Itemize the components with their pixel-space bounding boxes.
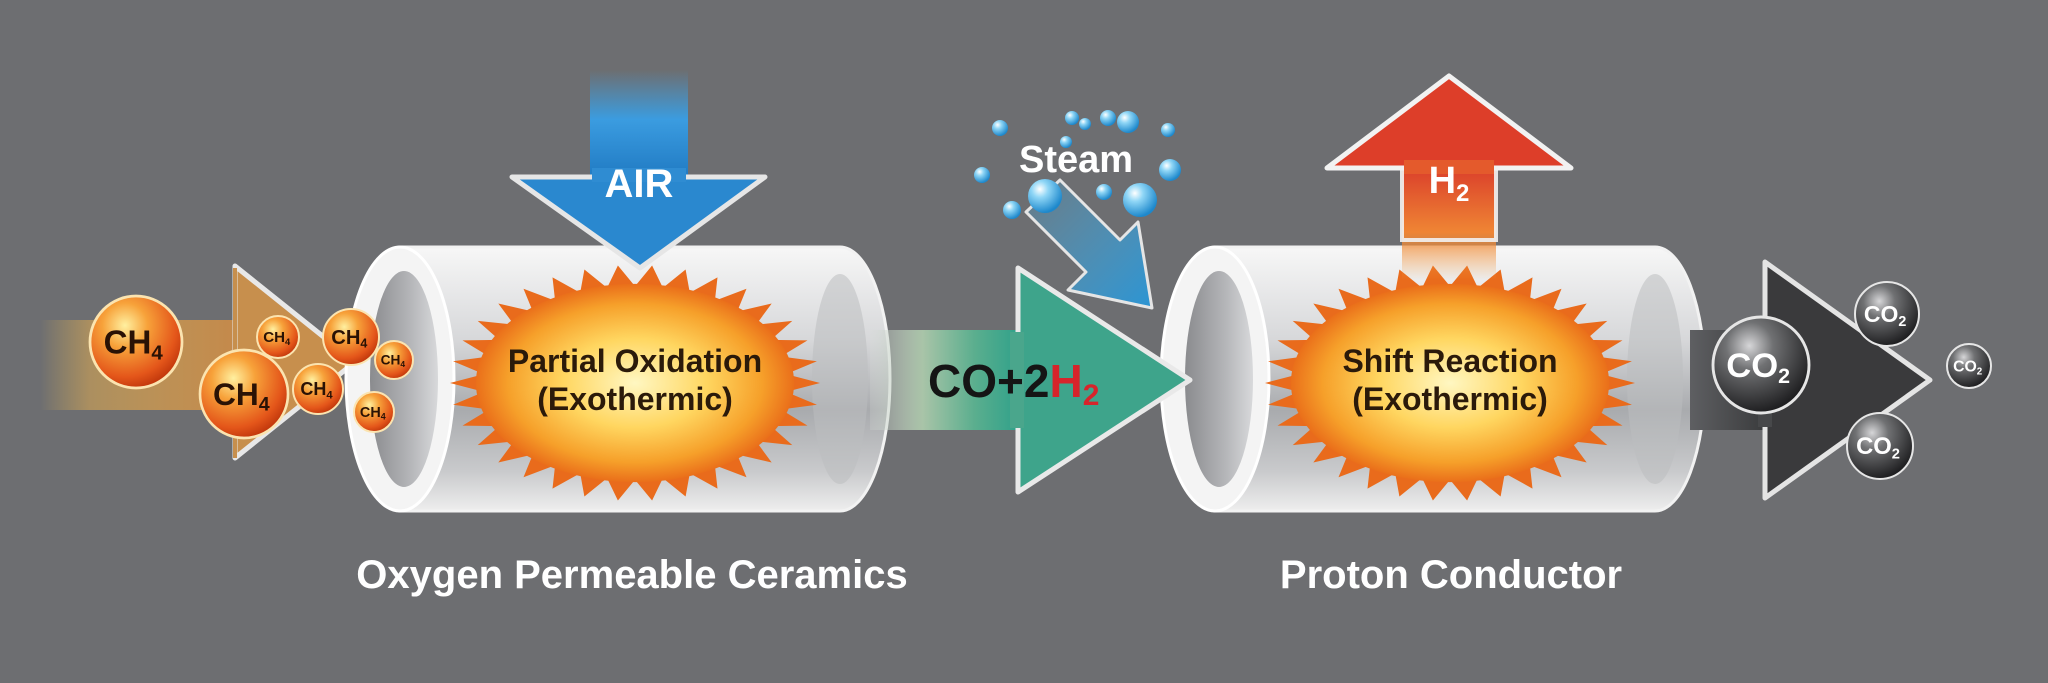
reactor-1-label: Oxygen Permeable Ceramics bbox=[356, 553, 907, 597]
steam-bubble-4 bbox=[1028, 179, 1062, 213]
methane-molecule-1: CH4 bbox=[88, 294, 184, 390]
svg-text:CH4: CH4 bbox=[300, 379, 333, 401]
svg-text:CH4: CH4 bbox=[381, 353, 406, 370]
steam-bubble-1 bbox=[992, 120, 1008, 136]
steam-bubble-6 bbox=[1079, 118, 1091, 130]
reaction-burst-1 bbox=[450, 265, 820, 501]
reaction-2-line1: Shift Reaction bbox=[1342, 343, 1557, 379]
steam-bubble-13 bbox=[1060, 136, 1072, 148]
reaction-burst-2 bbox=[1265, 265, 1635, 501]
svg-text:CO2: CO2 bbox=[1726, 347, 1790, 388]
steam-bubbles bbox=[974, 110, 1181, 219]
methane-molecule-5: CH4 bbox=[322, 308, 380, 366]
reaction-2-line2: (Exothermic) bbox=[1352, 381, 1548, 417]
methane-molecule-3: CH4 bbox=[256, 315, 300, 359]
air-label: AIR bbox=[605, 162, 674, 206]
steam-bubble-10 bbox=[1159, 159, 1181, 181]
hydrogen-outlet-arrow bbox=[1324, 73, 1574, 280]
svg-text:CH4: CH4 bbox=[104, 324, 164, 364]
reaction-1-line2: (Exothermic) bbox=[537, 381, 733, 417]
co2-molecule-4: CO2 bbox=[1946, 343, 1992, 389]
co2-molecule-2: CO2 bbox=[1854, 281, 1920, 347]
methane-feed-arrow bbox=[40, 263, 358, 461]
steam-label: Steam bbox=[1019, 139, 1133, 181]
steam-bubble-12 bbox=[1123, 183, 1157, 217]
methane-molecule-6: CH4 bbox=[353, 391, 395, 433]
reactor-2-label: Proton Conductor bbox=[1280, 553, 1622, 597]
h2-red-symbol: H bbox=[1049, 355, 1082, 407]
steam-bubble-11 bbox=[1096, 184, 1112, 200]
svg-text:CH4: CH4 bbox=[213, 376, 270, 416]
steam-bubble-5 bbox=[1065, 111, 1079, 125]
svg-text:CH4: CH4 bbox=[263, 329, 291, 347]
methane-molecule-7: CH4 bbox=[374, 340, 414, 380]
steam-bubble-2 bbox=[974, 167, 990, 183]
methane-molecule-2: CH4 bbox=[198, 348, 290, 440]
syngas-formula: CO+2H2 bbox=[928, 355, 1099, 412]
svg-text:CH4: CH4 bbox=[331, 327, 367, 351]
methane-molecule-4: CH4 bbox=[292, 363, 344, 415]
steam-bubble-8 bbox=[1117, 111, 1139, 133]
steam-arrow bbox=[1024, 178, 1154, 310]
svg-text:CH4: CH4 bbox=[360, 405, 386, 422]
syngas-arrow bbox=[870, 265, 1193, 495]
svg-text:CO2: CO2 bbox=[1953, 358, 1983, 377]
reaction-1-line1: Partial Oxidation bbox=[508, 343, 762, 379]
steam-bubble-3 bbox=[1003, 201, 1021, 219]
steam-bubble-9 bbox=[1161, 123, 1175, 137]
co2-molecule-1: CO2 bbox=[1711, 315, 1811, 415]
hydrogen-label: H2 bbox=[1429, 160, 1470, 207]
co2-molecule-3: CO2 bbox=[1846, 412, 1914, 480]
air-inlet-arrow bbox=[509, 70, 768, 271]
steam-bubble-7 bbox=[1100, 110, 1116, 126]
svg-text:CO2: CO2 bbox=[1864, 301, 1907, 330]
svg-text:CO2: CO2 bbox=[1856, 433, 1900, 462]
